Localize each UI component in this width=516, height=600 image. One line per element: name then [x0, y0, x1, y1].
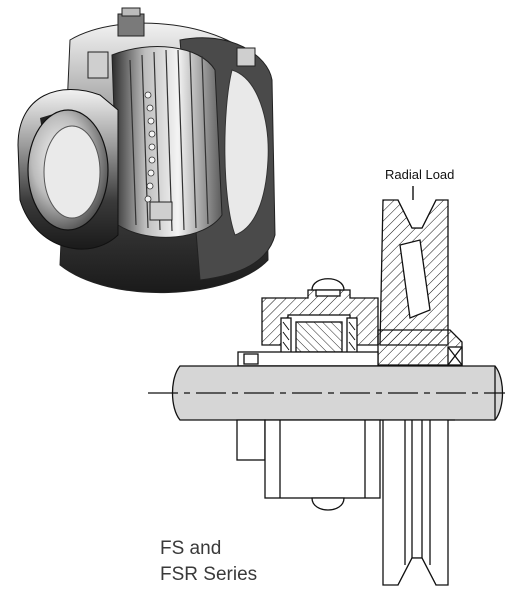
caption-line-1: FS and [160, 538, 222, 559]
grease-fitting-top [311, 278, 345, 291]
series-caption: FS and FSR Series [160, 536, 257, 588]
housing-lower [236, 419, 266, 461]
radial-load-label: Radial Load [385, 167, 454, 182]
caption-line-2: FSR Series [160, 564, 258, 585]
sectional-drawing [148, 199, 505, 586]
clutch-cutaway-illustration [17, 7, 276, 293]
grease-fitting-bottom [311, 497, 345, 511]
